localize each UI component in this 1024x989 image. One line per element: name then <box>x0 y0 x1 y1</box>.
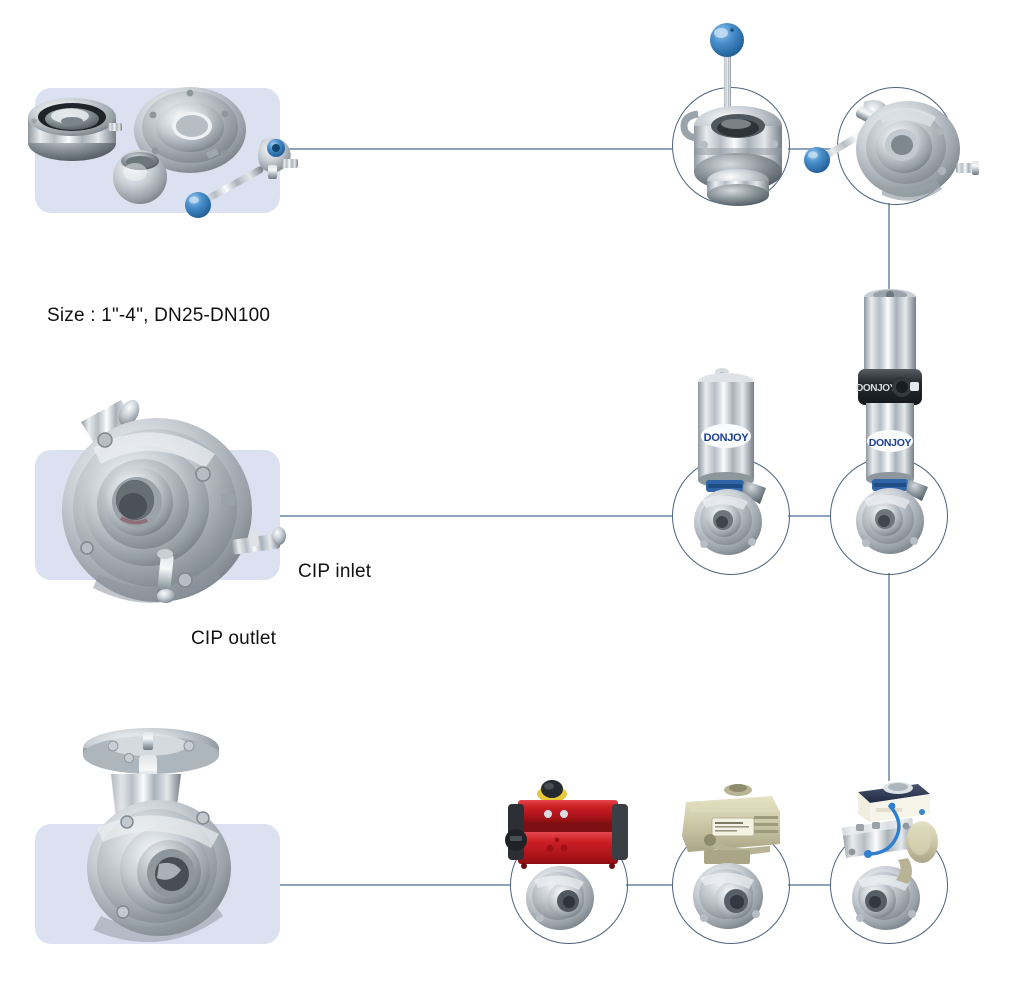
connector-top-between <box>788 148 838 150</box>
panel-top-background <box>35 88 280 213</box>
cip-outlet-label: CIP outlet <box>191 628 277 649</box>
cip-inlet-label: CIP inlet <box>298 561 372 582</box>
connector-middle-to-bottom <box>888 573 890 781</box>
connector-bottom-between-1 <box>626 884 672 886</box>
node-circle-actuator-electric[interactable] <box>672 826 790 944</box>
connector-middle-left <box>280 515 672 517</box>
actuator-brand-label: DONJOY <box>704 432 750 444</box>
node-circle-pneumatic-positioner[interactable] <box>830 457 948 575</box>
connector-bottom-between-2 <box>788 884 830 886</box>
svg-text:DONJOY: DONJOY <box>869 437 912 449</box>
svg-text:DONJOY: DONJOY <box>856 383 897 394</box>
connector-top-to-middle <box>888 203 890 295</box>
connector-middle-between <box>788 515 830 517</box>
limit-switch-box <box>858 782 930 822</box>
connector-top-left <box>280 148 672 150</box>
node-circle-manual-front[interactable] <box>672 87 790 205</box>
panel-middle-background <box>35 450 280 580</box>
connector-bottom-left <box>280 884 510 886</box>
size-specification-label: Size : 1"-4", DN25-DN100 <box>47 305 271 326</box>
positioner-band: DONJOY <box>856 369 922 405</box>
panel-bottom-background <box>35 824 280 944</box>
node-circle-manual-rear[interactable] <box>837 87 955 205</box>
node-circle-pneumatic-compact[interactable] <box>672 457 790 575</box>
node-circle-actuator-limitswitch[interactable] <box>830 826 948 944</box>
node-circle-actuator-pneumatic[interactable] <box>510 826 628 944</box>
